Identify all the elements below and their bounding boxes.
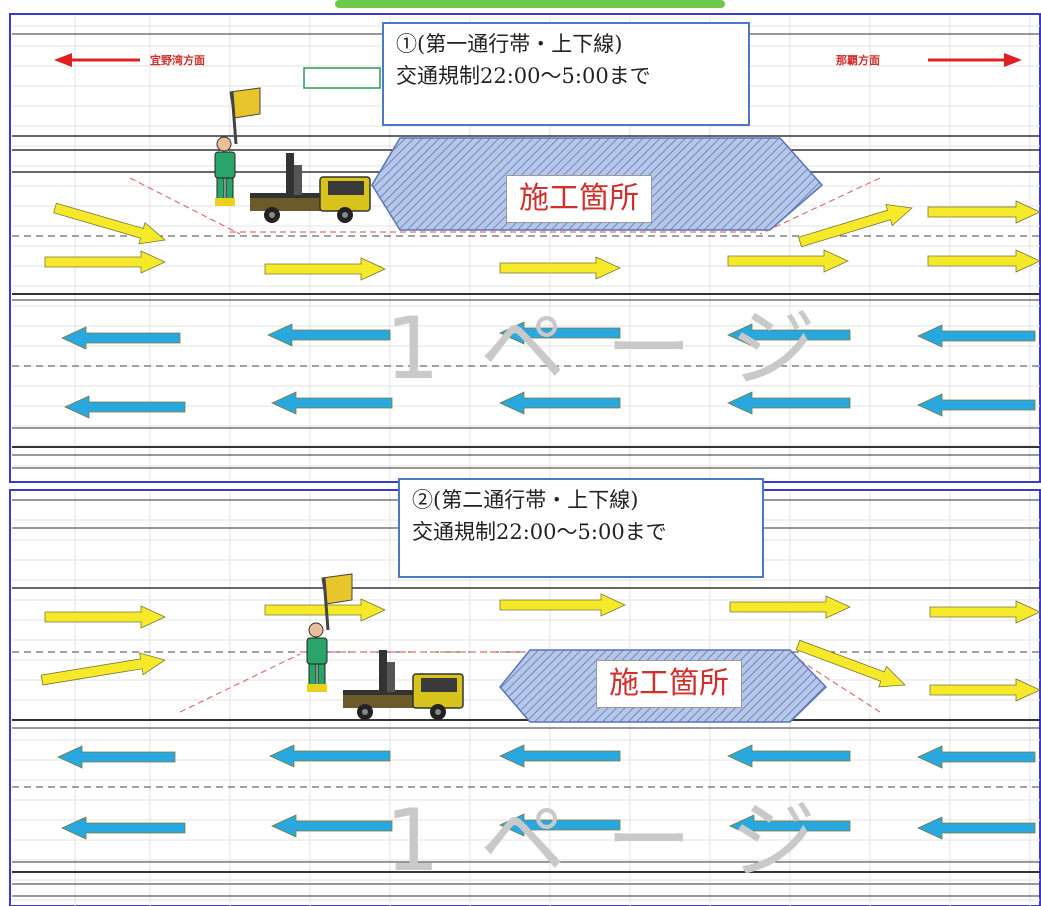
taper-line [179,653,301,713]
westbound-arrow [727,323,851,347]
westbound-arrow [729,814,851,838]
westbound-arrow [61,816,186,840]
header-tab [335,0,725,8]
eastbound-arrow [929,678,1041,702]
eastbound-arrow [40,652,166,686]
eastbound-arrow [929,600,1041,624]
eastbound-arrow [499,593,626,617]
direction-label-left: 宜野湾方面 [150,54,205,67]
page-watermark: 1ページ [385,791,856,891]
eastbound-arrow [798,203,913,248]
westbound-arrow [917,745,1036,769]
eastbound-arrow [44,250,166,274]
regulation-title: ②(第二通行帯・上下線) [412,488,639,512]
westbound-arrow [271,814,393,838]
taper-line [759,177,881,235]
flagman-icon [305,572,354,694]
taper-line [129,177,241,235]
westbound-arrow [499,391,621,415]
eastbound-arrow [727,249,849,273]
regulation-hours: 交通規制22:00〜5:00まで [412,520,667,544]
regulation-hours: 交通規制22:00〜5:00まで [396,64,651,88]
eastbound-arrow [499,256,621,280]
direction-arrow-right [928,53,1022,67]
direction-label-right: 那覇方面 [836,54,880,67]
westbound-arrow [917,324,1036,348]
westbound-arrow [499,744,621,768]
eastbound-arrow [927,249,1041,273]
westbound-arrow [499,321,621,345]
page-watermark: 1ページ [385,299,856,399]
eastbound-arrow [264,257,386,281]
small-sign [303,67,381,89]
regulation-note-1: ①(第一通行帯・上下線) 交通規制22:00〜5:00まで [382,22,750,126]
westbound-arrow [917,393,1036,417]
eastbound-arrow [927,200,1041,224]
westbound-arrow [917,816,1036,840]
eastbound-arrow [729,595,851,619]
eastbound-arrow [44,605,166,629]
regulation-note-2: ②(第二通行帯・上下線) 交通規制22:00〜5:00まで [398,478,764,578]
westbound-arrow [64,395,186,419]
westbound-arrow [727,744,851,768]
worksite-label-2: 施工箇所 [596,660,742,708]
westbound-arrow [267,323,391,347]
regulation-title: ①(第一通行帯・上下線) [396,32,623,56]
taper-line [789,653,881,713]
westbound-arrow [61,326,181,350]
direction-arrow-left [54,53,140,67]
eastbound-arrow [53,202,166,245]
eastbound-arrow [795,639,906,688]
worksite-label-1: 施工箇所 [506,175,652,223]
westbound-arrow [727,391,851,415]
westbound-arrow [269,744,391,768]
westbound-arrow [57,745,176,769]
westbound-arrow [271,391,393,415]
westbound-arrow [499,813,621,837]
